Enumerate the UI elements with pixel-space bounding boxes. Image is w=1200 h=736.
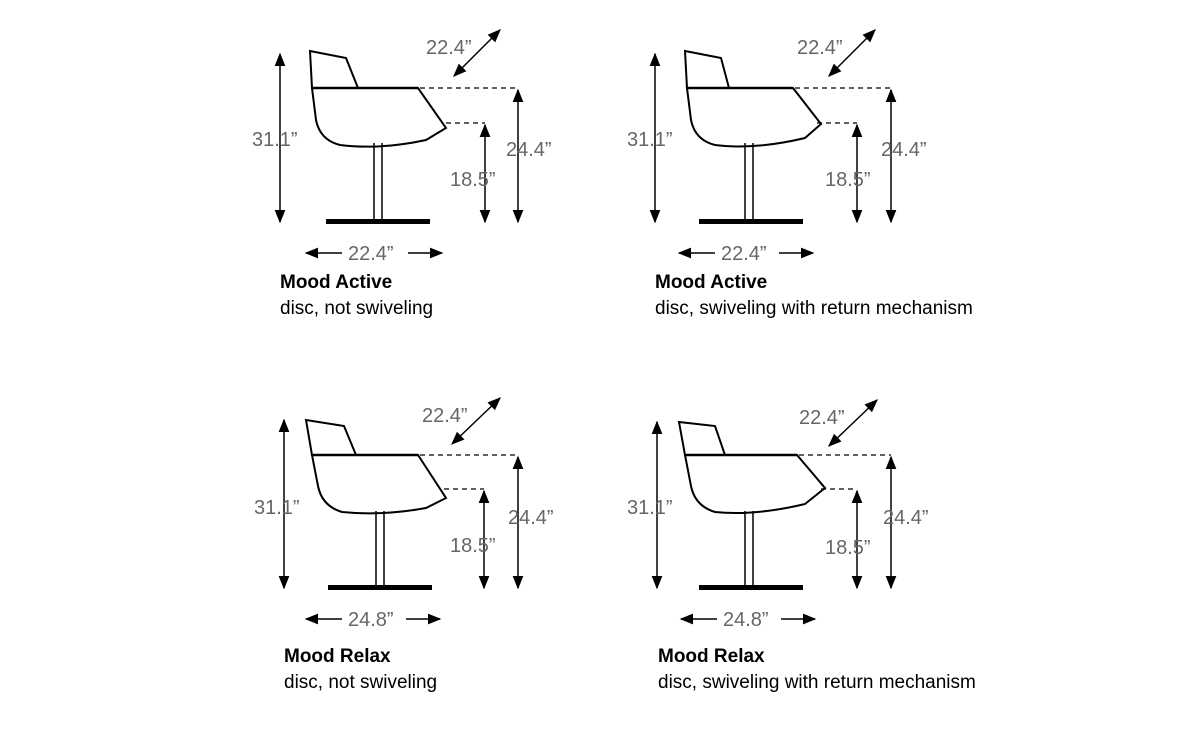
armrest-label: 24.4” [508, 507, 554, 529]
chair-dimension-drawing: 31.1” 22.4” 24.4” 18.5” 24.8” [254, 397, 554, 631]
depth-arrow [828, 399, 878, 447]
seat-label: 18.5” [825, 169, 871, 191]
model-name: Mood Active [655, 272, 768, 293]
height-label: 31.1” [252, 129, 298, 151]
chair-disc-base [699, 585, 803, 590]
armrest-label: 24.4” [506, 139, 552, 161]
depth-label: 22.4” [422, 405, 468, 427]
caption: Mood Relax disc, swiveling with return m… [658, 644, 976, 696]
depth-arrow [453, 29, 501, 77]
chair-dimension-drawing: 31.1” 22.4” 24.4” 18.5” 22.4” [252, 29, 552, 265]
caption: Mood Relax disc, not swiveling [284, 644, 437, 696]
width-label: 22.4” [721, 243, 767, 265]
chair-backrest [683, 49, 731, 89]
model-name: Mood Relax [284, 646, 391, 667]
width-label: 22.4” [348, 243, 394, 265]
height-label: 31.1” [627, 129, 673, 151]
model-name: Mood Relax [658, 646, 765, 667]
depth-label: 22.4” [426, 37, 472, 59]
height-label: 31.1” [254, 497, 300, 519]
chair-backrest [677, 420, 727, 456]
chair-shell [310, 87, 448, 148]
model-name: Mood Active [280, 272, 393, 293]
caption: Mood Active disc, not swiveling [280, 270, 433, 322]
chair-disc-base [326, 219, 430, 224]
chair-dimension-drawing: 31.1” 22.4” 24.4” 18.5” 22.4” [627, 29, 927, 265]
caption: Mood Active disc, swiveling with return … [655, 270, 973, 322]
panel-mood-active-fixed: 31.1” 22.4” 24.4” 18.5” 22.4” Mood Activ… [240, 20, 620, 350]
chair-backrest [304, 418, 358, 456]
model-description: disc, swiveling with return mechanism [658, 672, 976, 693]
model-description: disc, not swiveling [284, 672, 438, 693]
depth-arrow [451, 397, 501, 445]
panel-mood-relax-fixed: 31.1” 22.4” 24.4” 18.5” 24.8” Mood Relax… [242, 388, 622, 718]
panel-mood-active-swivel: 31.1” 22.4” 24.4” 18.5” 22.4” Mood Activ… [615, 20, 995, 350]
chair-shell [685, 87, 823, 148]
model-description: disc, swiveling with return mechanism [655, 298, 973, 319]
chair-dimension-drawing: 31.1” 22.4” 24.4” 18.5” 24.8” [627, 399, 929, 631]
width-label: 24.8” [723, 609, 769, 631]
armrest-label: 24.4” [881, 139, 927, 161]
chair-disc-base [699, 219, 803, 224]
seat-label: 18.5” [450, 535, 496, 557]
depth-label: 22.4” [797, 37, 843, 59]
chair-shell [310, 454, 448, 515]
depth-arrow [828, 29, 876, 77]
model-description: disc, not swiveling [280, 298, 434, 319]
width-label: 24.8” [348, 609, 394, 631]
panel-mood-relax-swivel: 31.1” 22.4” 24.4” 18.5” 24.8” Mood Relax… [615, 388, 995, 718]
chair-shell [683, 454, 827, 514]
depth-label: 22.4” [799, 407, 845, 429]
chair-backrest [308, 49, 360, 89]
armrest-label: 24.4” [883, 507, 929, 529]
seat-label: 18.5” [825, 537, 871, 559]
seat-label: 18.5” [450, 169, 496, 191]
chair-disc-base [328, 585, 432, 590]
height-label: 31.1” [627, 497, 673, 519]
